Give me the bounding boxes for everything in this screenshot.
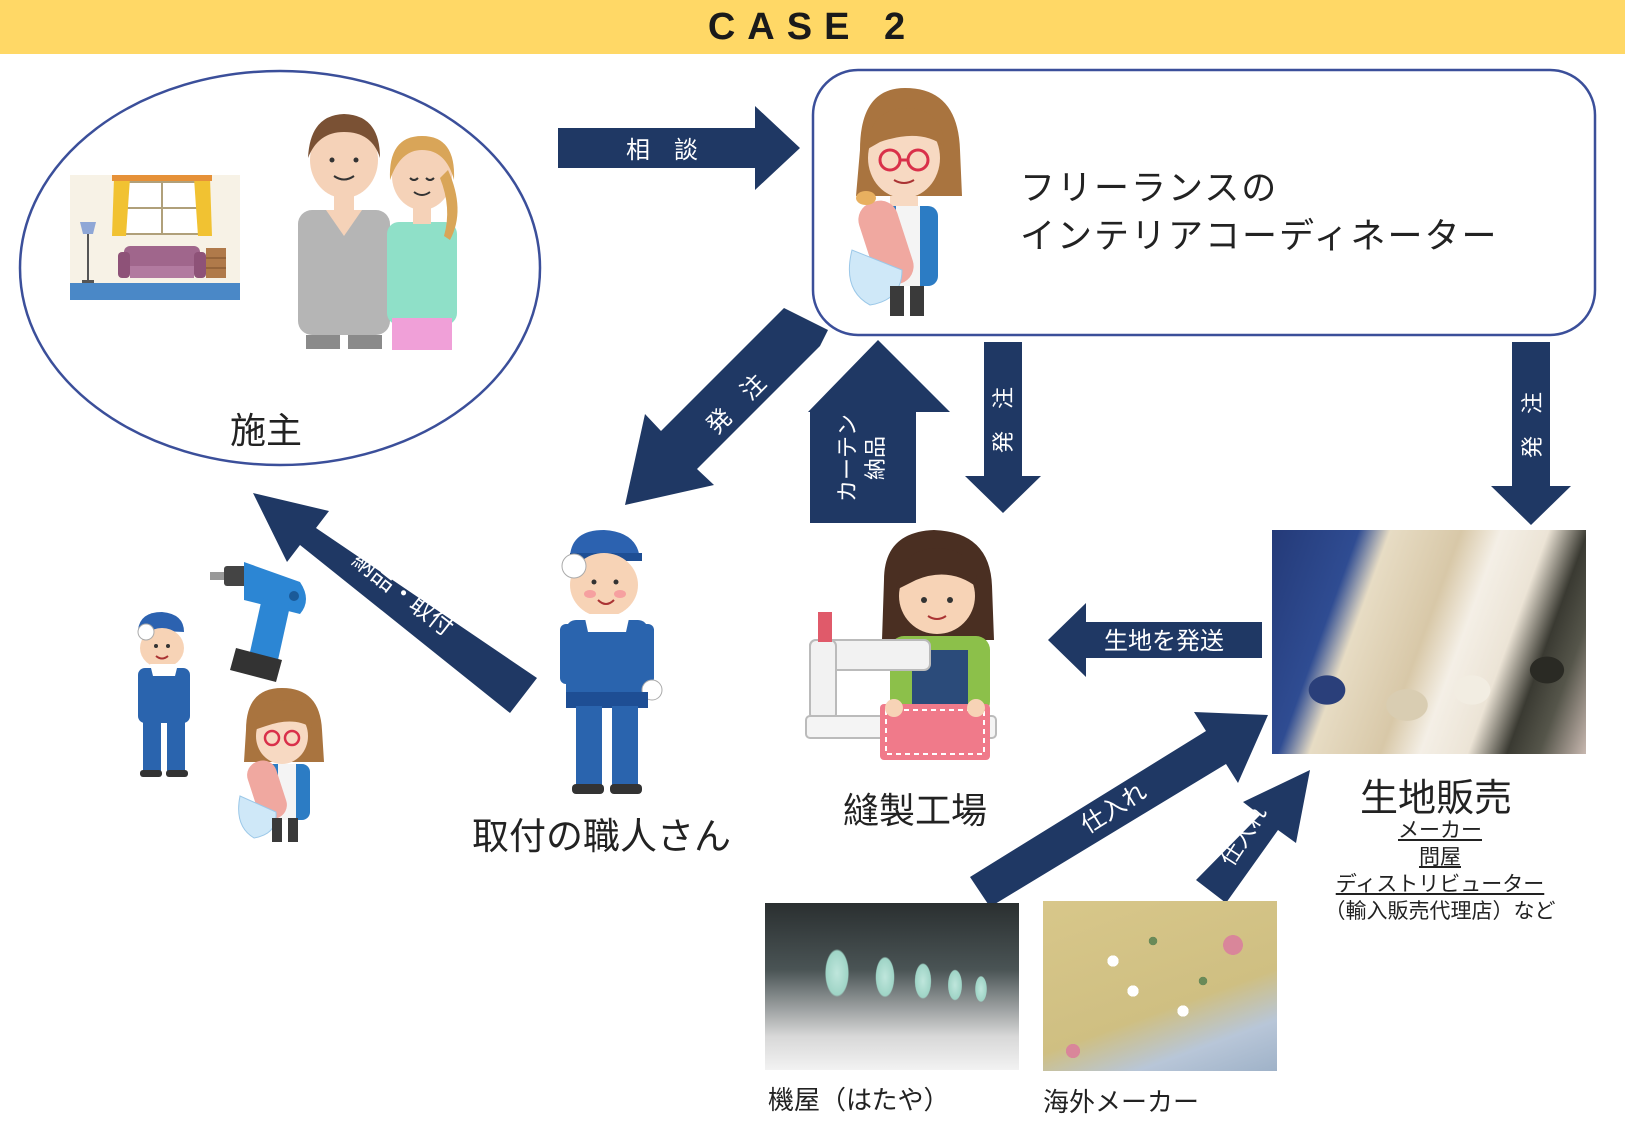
order-fabric-arrow-label: 発 注 xyxy=(1521,392,1546,458)
send-fabric-arrow-label: 生地を発送 xyxy=(1104,627,1224,655)
supplier-type-import-agent: （輸入販売代理店）など xyxy=(1324,899,1556,923)
fabric-seller-label: 生地販売 xyxy=(1360,776,1513,820)
page-title: CASE 2 xyxy=(707,6,918,48)
header-bar xyxy=(0,0,1625,54)
weaver-label: 機屋（はたや） xyxy=(768,1086,950,1116)
drill-icon xyxy=(210,562,306,682)
small-coordinator-icon xyxy=(238,688,324,842)
coordinator-title: フリーランスの インテリアコーディネーター xyxy=(1020,165,1499,261)
supplier-type-wholesaler: 問屋 xyxy=(1419,845,1461,869)
curtain-delivery-label-1: カーテン xyxy=(836,414,861,502)
seamstress-icon xyxy=(805,530,997,760)
client-label: 施主 xyxy=(230,411,303,452)
curtain-delivery-label-2: 納品 xyxy=(864,436,889,480)
consult-arrow-label: 相 談 xyxy=(626,136,698,164)
coordinator-woman-icon xyxy=(848,88,962,316)
couple-icon xyxy=(298,114,458,350)
embroidery-photo xyxy=(1043,901,1277,1071)
order-factory-arrow-label: 発 注 xyxy=(992,387,1017,453)
supplier-type-distributor: ディストリビューター xyxy=(1335,872,1545,896)
loom-photo xyxy=(765,903,1019,1070)
consult-arrow: 相 談 xyxy=(558,106,800,190)
coordinator-title-line2: インテリアコーディネーター xyxy=(1020,217,1499,257)
supplier-type-list: メーカー 問屋 ディストリビューター （輸入販売代理店）など xyxy=(1290,817,1590,925)
overseas-maker-label: 海外メーカー xyxy=(1043,1088,1200,1118)
worker-icon xyxy=(560,530,663,794)
sofa-room-icon xyxy=(70,175,240,300)
order-fabric-arrow: 発 注 xyxy=(1491,342,1571,525)
send-fabric-arrow: 生地を発送 xyxy=(1048,603,1262,677)
supplier-type-maker: メーカー xyxy=(1398,818,1482,842)
order-factory-arrow: 発 注 xyxy=(965,342,1041,513)
coordinator-title-line1: フリーランスの xyxy=(1020,169,1279,209)
installer-label: 取付の職人さん xyxy=(472,815,731,858)
curtain-delivery-arrow: カーテン 納品 xyxy=(808,340,950,523)
sewing-factory-label: 縫製工場 xyxy=(843,791,988,832)
coordinator-box xyxy=(811,68,1597,337)
small-worker-icon xyxy=(137,612,190,777)
order-installer-arrow: 発 注 xyxy=(625,308,828,505)
fabric-rolls-photo xyxy=(1272,530,1586,754)
